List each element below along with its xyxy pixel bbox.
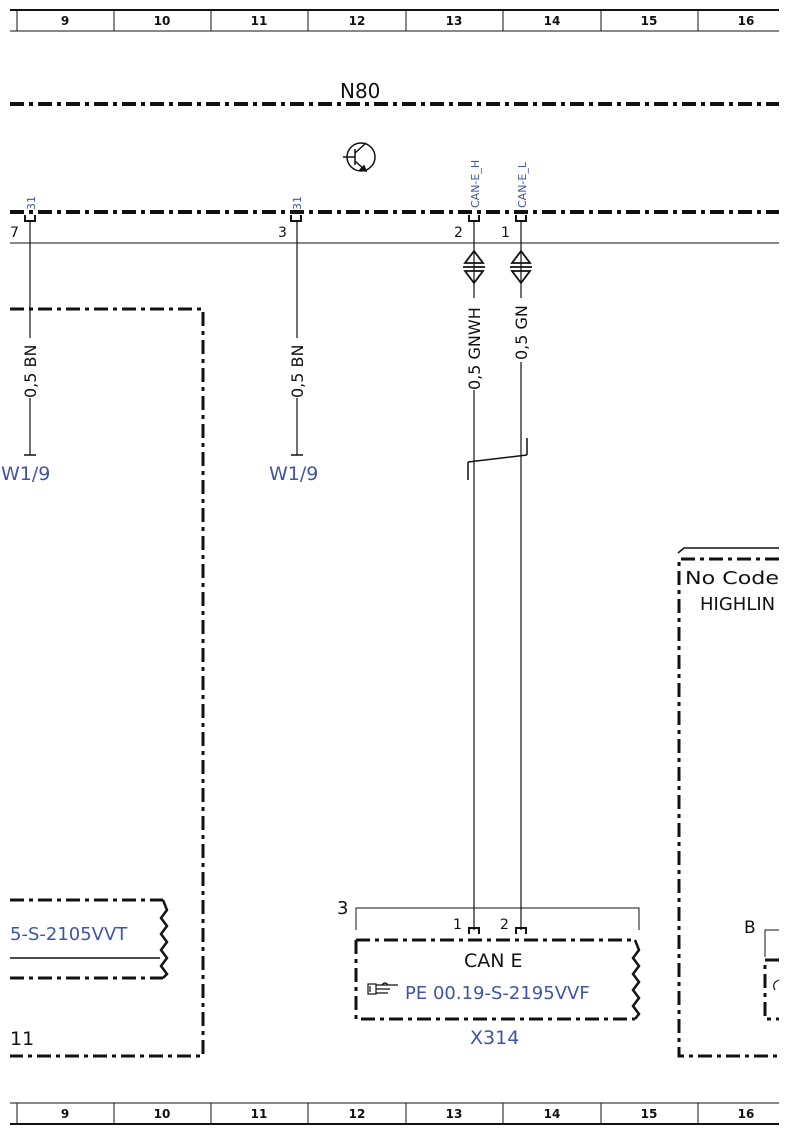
pin-number: 1 — [501, 225, 510, 241]
top-col-label: 15 — [641, 14, 658, 28]
pin-signal: CAN-E_L — [516, 161, 529, 208]
component-n80[interactable]: N80 — [10, 79, 779, 214]
top-ruler: 9 10 11 12 13 14 15 16 — [10, 9, 779, 32]
top-col-label: 11 — [251, 14, 268, 28]
pin-number: 2 — [454, 225, 463, 241]
left-box-number: 11 — [10, 1028, 34, 1050]
top-col-label: 16 — [738, 14, 755, 28]
twist-mark — [467, 438, 528, 480]
wire-destination-link[interactable]: W1/9 — [1, 463, 50, 485]
pointing-hand-icon — [367, 982, 398, 995]
wire-label: 0,5 BN — [21, 345, 40, 398]
wire-label: 0,5 GNWH — [465, 307, 484, 390]
wire-gn[interactable]: 0,5 GN — [510, 221, 532, 930]
right-box-line2: HIGHLIN — [700, 594, 775, 615]
connector-pin-number: 2 — [500, 917, 509, 933]
wire-destination-link[interactable]: W1/9 — [269, 463, 318, 485]
right-box-line1: No Code — [685, 568, 779, 589]
bottom-col-label: 16 — [738, 1107, 755, 1121]
connector-group-number: 3 — [337, 898, 348, 919]
pin-number: 3 — [278, 225, 287, 241]
bottom-col-label: 9 — [61, 1107, 69, 1121]
connector-pin-number: 1 — [453, 917, 462, 933]
right-box-label: B — [744, 918, 756, 938]
pin-number: 7 — [10, 225, 19, 241]
top-col-label: 12 — [349, 14, 366, 28]
connector-reference-link[interactable]: PE 00.19-S-2195VVF — [405, 983, 590, 1004]
pin-signal: 31 — [291, 196, 304, 210]
top-col-label: 13 — [446, 14, 463, 28]
bottom-col-label: 11 — [251, 1107, 268, 1121]
component-name: N80 — [340, 79, 380, 103]
wire-label: 0,5 GN — [512, 305, 531, 360]
connector-title: CAN E — [464, 950, 523, 972]
right-component-box[interactable]: No Code HIGHLIN B — [677, 547, 780, 1058]
top-col-label: 9 — [61, 14, 69, 28]
pin-7[interactable]: 7 31 — [10, 196, 38, 241]
bottom-col-label: 13 — [446, 1107, 463, 1121]
left-reference-link[interactable]: 5-S-2105VVT — [10, 924, 128, 945]
bottom-col-label: 15 — [641, 1107, 658, 1121]
pin-1[interactable]: 1 CAN-E_L — [501, 161, 529, 241]
top-col-label: 10 — [154, 14, 171, 28]
transistor-icon — [343, 142, 376, 172]
pin-signal: 31 — [25, 196, 38, 210]
connector-id[interactable]: X314 — [470, 1027, 519, 1049]
bottom-col-label: 12 — [349, 1107, 366, 1121]
wire-bn-2[interactable]: 0,5 BN — [288, 221, 307, 456]
bottom-ruler: 9 10 11 12 13 14 15 16 — [10, 1102, 779, 1125]
twisted-pair-icon — [510, 249, 532, 285]
pin-signal: CAN-E_H — [469, 160, 482, 208]
twisted-pair-icon — [463, 249, 485, 285]
wire-bn-1[interactable]: 0,5 BN — [21, 221, 40, 456]
pin-3[interactable]: 3 31 — [278, 196, 304, 241]
bottom-col-label: 10 — [154, 1107, 171, 1121]
connector-x314[interactable]: 3 1 2 CAN E PE 00.19-S-2195VVF X314 — [337, 898, 641, 1049]
pin-2[interactable]: 2 CAN-E_H — [454, 160, 482, 241]
top-col-label: 14 — [544, 14, 561, 28]
left-reference-box[interactable]: 5-S-2105VVT — [10, 898, 169, 980]
left-component-box[interactable]: 11 — [10, 307, 205, 1058]
wire-gnwh[interactable]: 0,5 GNWH — [463, 221, 485, 930]
wire-label: 0,5 BN — [288, 345, 307, 398]
bottom-col-label: 14 — [544, 1107, 561, 1121]
